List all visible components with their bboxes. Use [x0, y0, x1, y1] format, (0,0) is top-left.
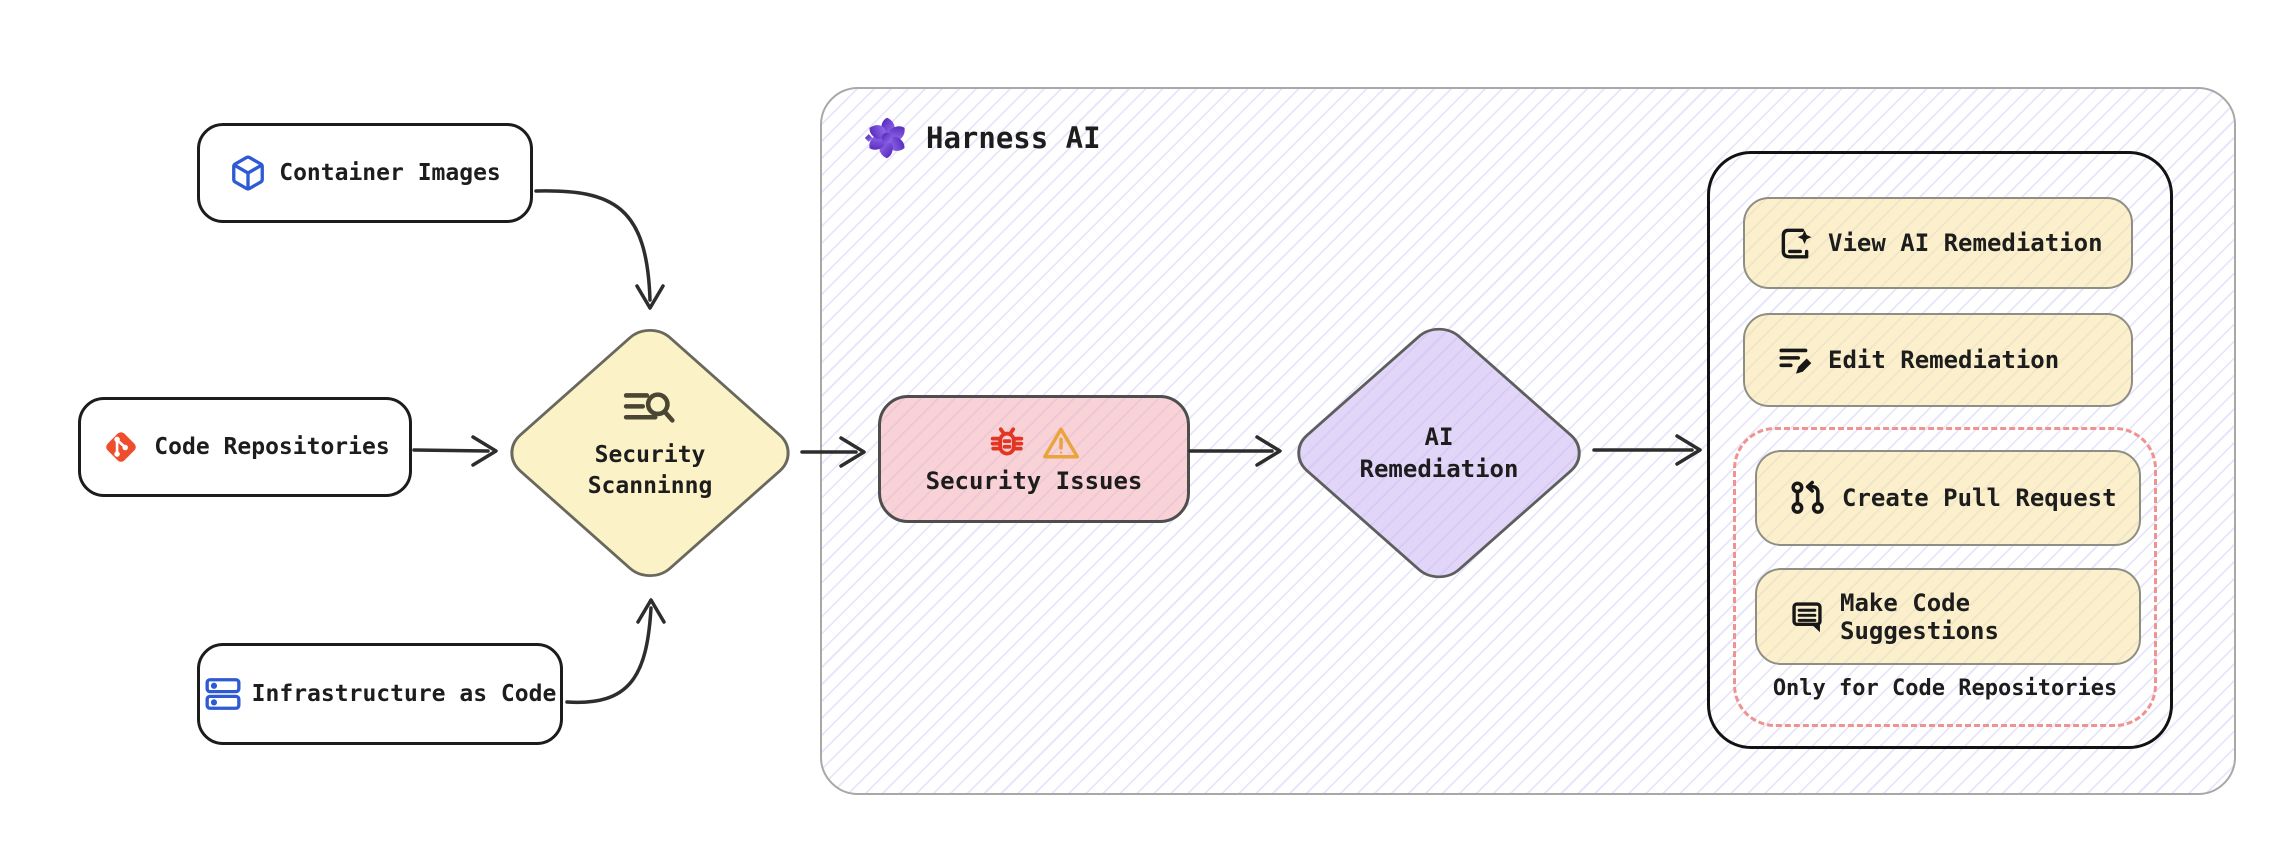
- make-code-suggestions-label: Make Code Suggestions: [1840, 588, 1999, 645]
- warning-icon: [1041, 423, 1081, 463]
- git-icon: [100, 426, 142, 468]
- infrastructure-as-code-label: Infrastructure as Code: [251, 681, 557, 707]
- view-ai-remediation-button[interactable]: View AI Remediation: [1743, 197, 2133, 289]
- security-scanning-content: Security Scanninng: [498, 310, 802, 580]
- server-icon: [204, 675, 242, 713]
- remediation-actions-container[interactable]: View AI Remediation Edit Remediation: [1707, 151, 2173, 749]
- code-repositories-node[interactable]: Code Repositories: [78, 397, 412, 497]
- cube-icon: [229, 154, 267, 192]
- make-code-suggestions-button[interactable]: Make Code Suggestions: [1755, 568, 2141, 665]
- security-issues-icons: [987, 423, 1081, 463]
- edit-list-icon: [1777, 342, 1813, 378]
- code-suggestion-icon: [1789, 599, 1825, 635]
- container-images-label: Container Images: [279, 160, 501, 186]
- edit-remediation-button[interactable]: Edit Remediation: [1743, 313, 2133, 407]
- code-repositories-label: Code Repositories: [154, 434, 390, 460]
- security-scanning-node[interactable]: Security Scanninng: [497, 317, 803, 589]
- arrow-code-repositories-to-scanning: [412, 435, 498, 467]
- text-search-icon: [623, 388, 677, 432]
- pull-request-icon: [1789, 479, 1827, 517]
- create-pull-request-label: Create Pull Request: [1842, 484, 2117, 512]
- code-repo-only-group: Create Pull Request Make Code Suggestion…: [1733, 427, 2157, 727]
- ai-remediation-node[interactable]: AI Remediation: [1284, 316, 1594, 590]
- ai-remediation-text: AI Remediation: [1359, 423, 1519, 483]
- view-ai-remediation-label: View AI Remediation: [1828, 229, 2103, 257]
- bug-icon: [987, 423, 1027, 463]
- restriction-note: Only for Code Repositories: [1772, 676, 2118, 701]
- arrow-infrastructure-to-scanning: [565, 598, 666, 705]
- security-issues-label: Security Issues: [925, 467, 1143, 495]
- edit-remediation-label: Edit Remediation: [1828, 346, 2060, 374]
- harness-ai-title: Harness AI: [926, 121, 1101, 155]
- arrow-container-images-to-scanning: [534, 189, 665, 310]
- harness-ai-label: Harness AI: [862, 113, 1101, 163]
- harness-logo-icon: [862, 113, 912, 163]
- container-images-node[interactable]: Container Images: [197, 123, 533, 223]
- document-sparkle-icon: [1777, 225, 1813, 261]
- create-pull-request-button[interactable]: Create Pull Request: [1755, 450, 2141, 546]
- harness-ai-container[interactable]: Harness AI: [820, 87, 2236, 795]
- security-issues-node[interactable]: Security Issues: [878, 395, 1190, 523]
- infrastructure-as-code-node[interactable]: Infrastructure as Code: [197, 643, 563, 745]
